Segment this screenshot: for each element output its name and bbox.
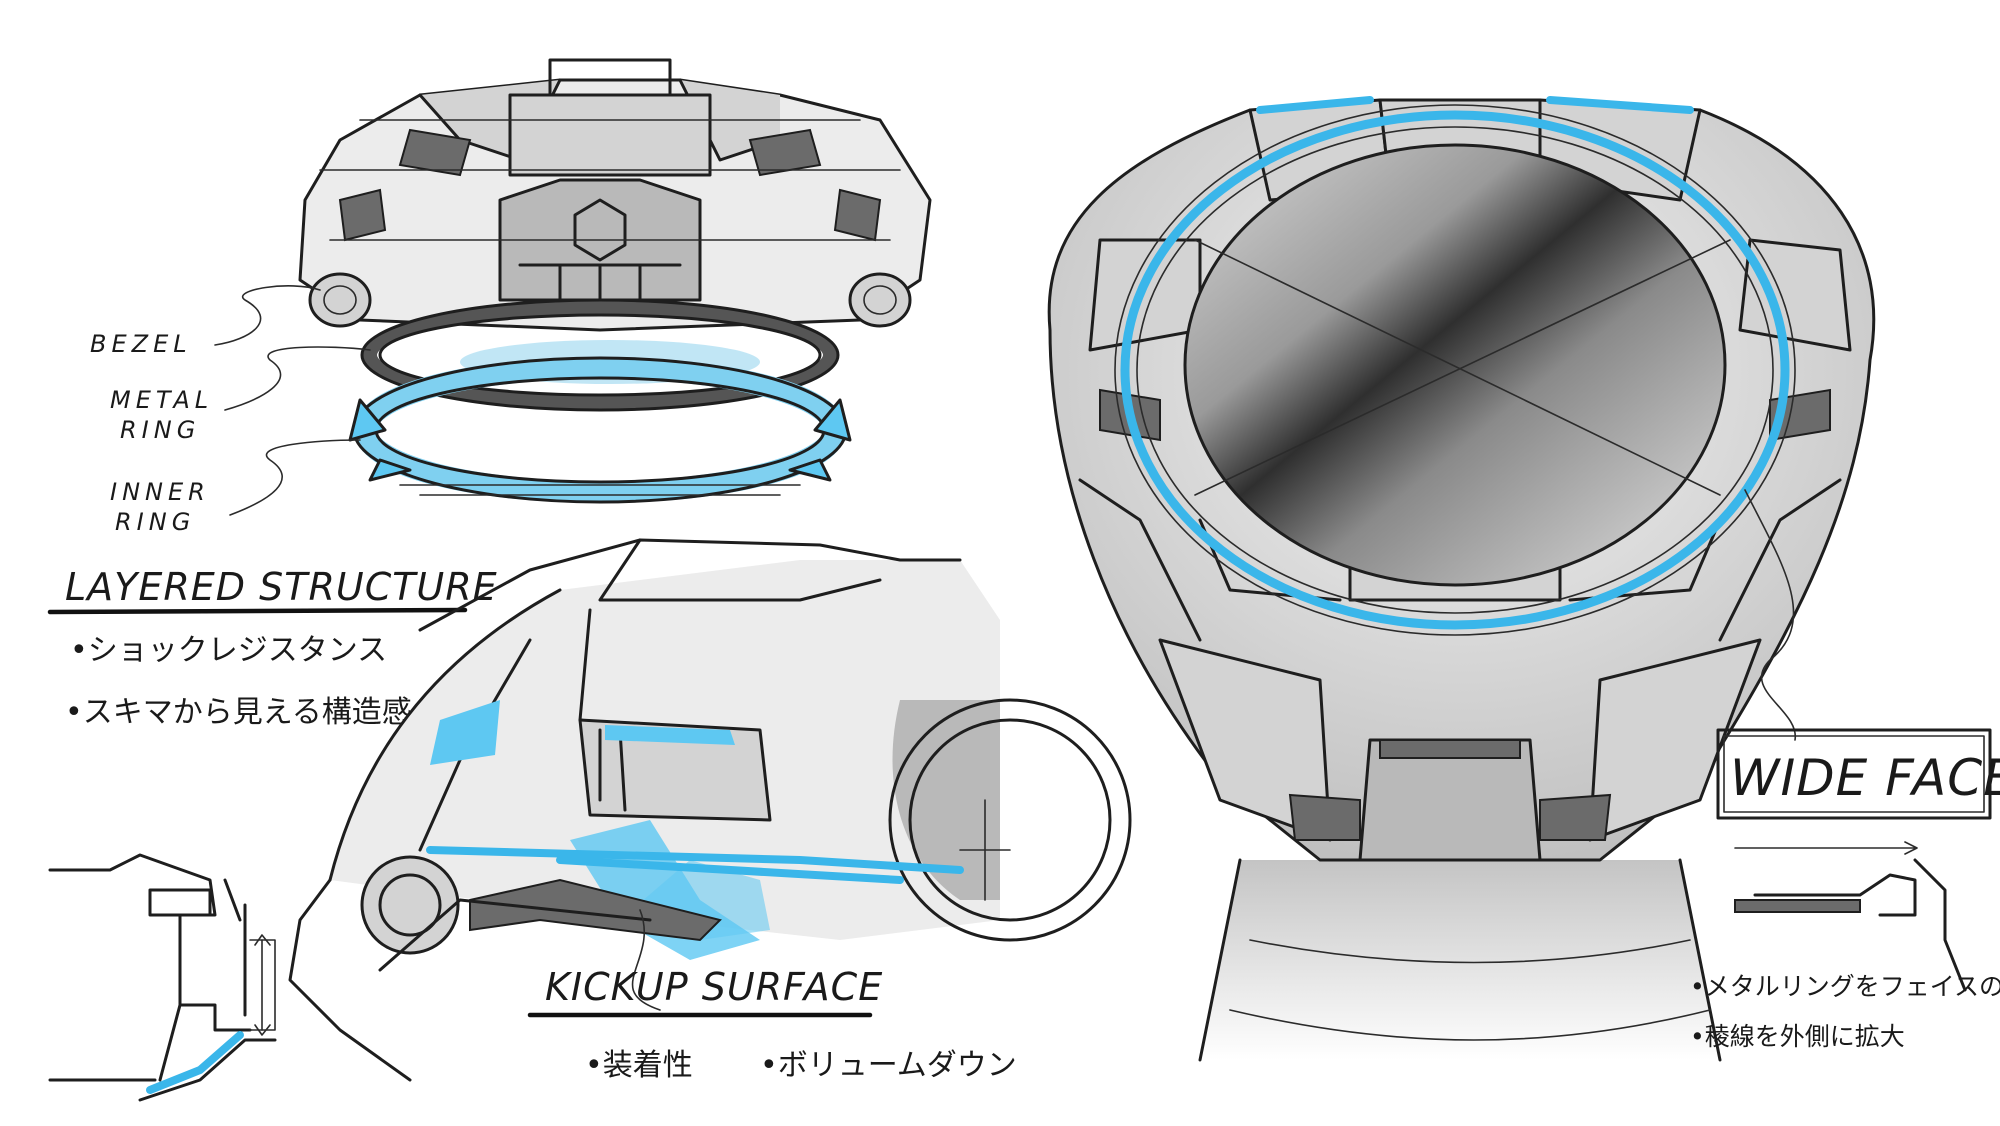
wide-face-mini-detail bbox=[1734, 841, 1967, 992]
inner-ring-label-line-2: RING bbox=[115, 508, 195, 536]
exploded-view-illustration bbox=[214, 58, 932, 516]
wide-face-note-ridge-line: •稜線を外側に拡大 bbox=[1690, 1022, 1905, 1051]
layered-structure-underline bbox=[47, 607, 468, 615]
bezel-label: BEZEL bbox=[90, 330, 192, 358]
inner-ring-label-line-1: INNER bbox=[110, 478, 210, 506]
metal-ring-label-line-1: METAL bbox=[110, 386, 213, 414]
layered-structure-title: LAYERED STRUCTURE bbox=[65, 565, 498, 609]
wide-face-callout-box bbox=[1716, 728, 1992, 820]
kickup-surface-title: KICKUP SURFACE bbox=[545, 965, 883, 1009]
metal-ring-label-line-2: RING bbox=[120, 416, 200, 444]
layered-structure-bullet-shock: •ショックレジスタンス bbox=[70, 633, 387, 668]
profile-section-detail bbox=[48, 853, 277, 1102]
layered-structure-bullet-gap: •スキマから見える構造感 bbox=[65, 695, 412, 730]
wide-face-title: WIDE FACE bbox=[1730, 749, 2000, 807]
wide-face-leader-line bbox=[1744, 489, 1796, 741]
kickup-surface-closeup bbox=[288, 538, 1132, 1082]
wide-face-note-metal-ring: •メタルリングをフェイスの一部に bbox=[1690, 972, 2000, 1001]
kickup-bullet-volume-down: •ボリュームダウン bbox=[760, 1048, 1017, 1083]
kickup-bullet-fit: •装着性 bbox=[585, 1048, 693, 1083]
watch-front-view-illustration bbox=[1047, 96, 1876, 1062]
